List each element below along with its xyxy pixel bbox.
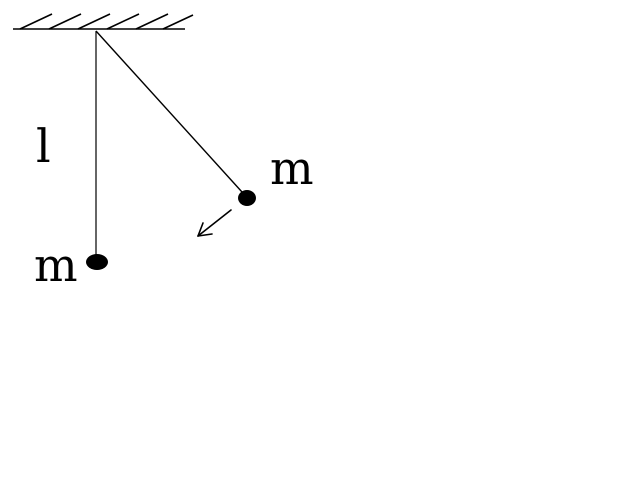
string-displaced	[95, 30, 243, 193]
mass-label-hanging: m	[34, 238, 78, 292]
hatched-ceiling-icon	[13, 13, 194, 30]
arrow-down-left-icon	[197, 209, 232, 237]
bob-hanging	[86, 254, 108, 270]
hatch-mark	[162, 14, 194, 30]
hatch-mark	[77, 13, 111, 30]
hatch-mark	[106, 13, 140, 30]
length-label: l	[36, 119, 51, 173]
hatch-mark	[48, 13, 82, 30]
mass-label-displaced: m	[270, 141, 314, 195]
hatch-mark	[19, 13, 53, 30]
hatch-mark	[135, 13, 169, 30]
bob-displaced	[238, 190, 256, 206]
